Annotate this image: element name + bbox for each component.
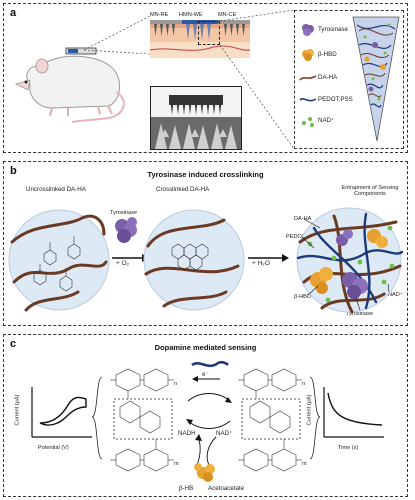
reagent-o2: + O₂ xyxy=(116,260,130,267)
legend-box: Tyrosinase β-HBD DA-HA PEDOT:PSS NAD⁺ xyxy=(294,10,404,149)
electrode-label-we: HMN-WE xyxy=(179,12,203,18)
electron-label: e⁻ xyxy=(202,371,209,378)
panel-b-title: Tyrosinase induced crosslinking xyxy=(147,170,264,179)
panel-a-label: a xyxy=(10,7,17,19)
microneedle-photo xyxy=(150,86,242,150)
subscript-m-right: m xyxy=(302,461,307,467)
bhb-label: β-HB xyxy=(179,485,194,492)
panel-c-title: Dopamine mediated sensing xyxy=(154,343,257,352)
electrode-label-ce: MN-CE xyxy=(218,12,237,18)
zoom-box xyxy=(198,21,220,45)
legend-pedot: PEDOT:PSS xyxy=(318,96,353,103)
skin-cross-section: MN-RE HMN-WE MN-CE xyxy=(149,12,251,58)
hbd-label-b: β-HBD xyxy=(294,294,311,300)
entrapment-label: Entrapment of Sensing Components xyxy=(341,185,399,197)
nadh-label: NADH xyxy=(178,430,196,437)
tyrosinase-icon xyxy=(302,24,314,36)
nad-icon xyxy=(302,117,314,127)
tyrosinase-cluster xyxy=(336,229,368,299)
panel-b: b Tyrosinase induced crosslinking Uncros… xyxy=(3,161,408,326)
tyrosinase-label-b: Tyrosinase xyxy=(110,210,138,216)
tyrosinase-label-b2: Tyrosinase xyxy=(346,311,374,317)
reagent-h2o: + H₂O xyxy=(252,260,270,267)
cv-plot xyxy=(31,387,92,438)
uncrosslinked-label: Uncrosslinked DA-HA xyxy=(26,186,86,193)
subscript-n-left: n xyxy=(174,381,178,387)
cv-xlabel: Potential (V) xyxy=(38,445,69,451)
subscript-m-left: m xyxy=(174,461,179,467)
crosslinking-scheme xyxy=(8,207,404,314)
panel-b-label: b xyxy=(10,165,17,177)
tyrosinase-blob xyxy=(115,217,137,243)
legend-hbd: β-HBD xyxy=(318,51,337,58)
rat-illustration xyxy=(14,47,125,123)
legend-da-ha: DA-HA xyxy=(318,74,338,81)
amp-xlabel: Time (s) xyxy=(338,445,359,451)
pedot-label-b: PEDOT:PSS xyxy=(286,234,318,240)
legend-nad: NAD⁺ xyxy=(318,117,335,124)
zoom-connectors xyxy=(83,9,295,150)
nad-label-b: NAD⁺ xyxy=(388,292,403,298)
da-ha-icon xyxy=(299,75,317,81)
legend-tyrosinase: Tyrosinase xyxy=(318,26,348,33)
electrode-label-re: MN-RE xyxy=(150,12,169,18)
nad-label-c: NAD⁺ xyxy=(216,430,233,437)
panel-a: a MN-RE HMN-WE MN-CE xyxy=(3,3,408,153)
sensing-scheme xyxy=(91,360,321,482)
subscript-n-right: n xyxy=(302,381,306,387)
da-ha-label-b: DA-HA xyxy=(294,216,312,222)
panel-c: c Dopamine mediated sensing Current (μA)… xyxy=(3,334,408,497)
crosslinked-label: Crosslinked DA-HA xyxy=(156,186,210,193)
panel-c-label: c xyxy=(10,338,17,350)
pedot-icon xyxy=(299,98,317,102)
hbd-icon xyxy=(302,49,314,61)
microneedle-zoom xyxy=(352,16,400,142)
hbd-enzyme xyxy=(194,463,215,482)
amperometry-plot xyxy=(323,387,384,438)
hbd-cluster xyxy=(310,229,388,294)
acetoacetate-label: Acetoacetate xyxy=(208,485,245,492)
